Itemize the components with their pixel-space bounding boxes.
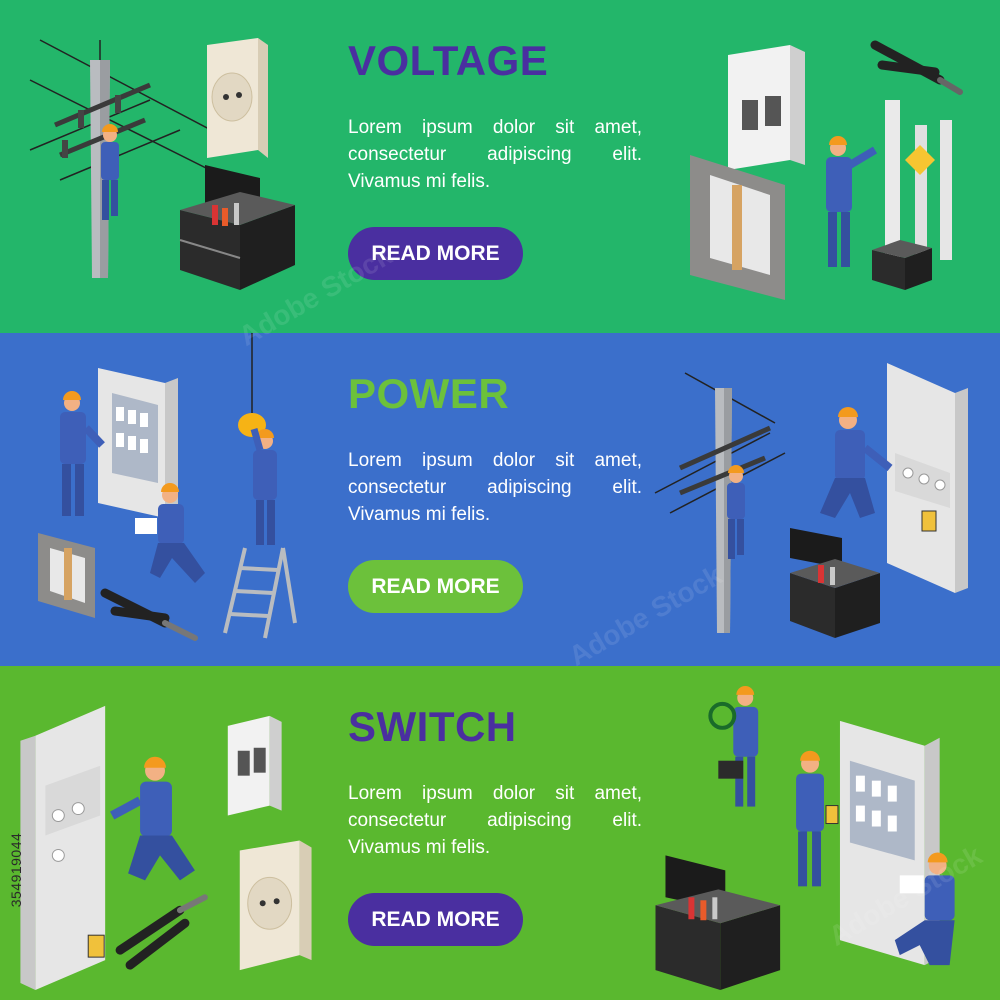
body-line: Lorem ipsum dolor sit amet,	[348, 783, 642, 804]
electrician-icon	[708, 685, 759, 807]
pliers-icon	[870, 40, 963, 95]
circuit-breaker-icon	[227, 715, 282, 816]
toolbox-icon	[179, 165, 295, 290]
stock-id-text: 354919044	[8, 832, 24, 908]
electrical-panel-icon	[690, 155, 785, 300]
banner-title: VOLTAGE	[348, 37, 549, 84]
banner-body: Lorem ipsum dolor sit amet, consectetur …	[348, 447, 642, 528]
electrician-icon	[894, 852, 955, 966]
banner-title: SWITCH	[348, 703, 517, 750]
banner-body: Lorem ipsum dolor sit amet, consectetur …	[348, 780, 642, 861]
electrician-icon	[60, 391, 105, 516]
toolbox-icon	[790, 528, 880, 638]
banner-title: POWER	[348, 370, 510, 417]
circuit-breaker-icon	[728, 45, 805, 170]
multimeter-icon	[921, 510, 937, 532]
electrical-panel-icon	[20, 705, 106, 991]
read-more-button[interactable]: READ MORE	[348, 227, 523, 280]
wall-socket-icon	[38, 533, 95, 618]
multimeter-icon	[87, 934, 105, 958]
lamp-icon	[238, 333, 266, 437]
read-more-button[interactable]: READ MORE	[348, 560, 523, 613]
electrician-icon	[826, 136, 878, 267]
power-pole-icon	[29, 39, 231, 181]
banner-voltage: VOLTAGE Lorem ipsum dolor sit amet, cons…	[0, 0, 1000, 333]
body-line: consectetur adipiscing elit.	[348, 810, 642, 831]
body-line: consectetur adipiscing elit.	[348, 477, 642, 498]
switch-right-illustration	[655, 685, 955, 991]
electrician-icon	[110, 756, 195, 881]
power-right-illustration	[654, 363, 968, 638]
multimeter-icon	[825, 805, 839, 825]
electrician-icon	[250, 428, 277, 545]
body-line: Vivamus mi felis.	[348, 171, 491, 192]
ladder-icon	[223, 547, 297, 639]
electrical-panel-icon	[98, 368, 178, 518]
pliers-icon	[115, 894, 208, 970]
electrician-icon	[820, 407, 893, 518]
banner-switch: SWITCH Lorem ipsum dolor sit amet, conse…	[0, 666, 1000, 1000]
wall-socket-icon	[207, 38, 268, 158]
banner-body: Lorem ipsum dolor sit amet, consectetur …	[348, 114, 642, 195]
electrician-icon	[727, 465, 745, 559]
body-line: consectetur adipiscing elit.	[348, 144, 642, 165]
power-left-illustration	[38, 333, 297, 641]
electrician-icon	[135, 483, 205, 583]
body-line: Vivamus mi felis.	[348, 504, 491, 525]
body-line: Lorem ipsum dolor sit amet,	[348, 117, 642, 138]
voltage-left-illustration	[29, 38, 295, 290]
pliers-icon	[100, 588, 198, 641]
body-line: Vivamus mi felis.	[348, 837, 491, 858]
banner-power: POWER Lorem ipsum dolor sit amet, consec…	[0, 333, 1000, 666]
stock-id-label: 354919044	[6, 760, 26, 980]
read-more-button[interactable]: READ MORE	[348, 893, 523, 946]
toolbox-icon	[872, 240, 932, 290]
voltage-right-illustration	[690, 40, 963, 300]
power-pole-icon	[654, 372, 786, 633]
toolbox-icon	[655, 855, 781, 991]
wall-socket-icon	[239, 840, 312, 971]
switch-left-illustration	[20, 705, 312, 991]
electrical-panel-icon	[887, 363, 968, 593]
body-line: Lorem ipsum dolor sit amet,	[348, 450, 642, 471]
electrician-icon	[101, 124, 119, 220]
electrician-icon	[796, 750, 825, 887]
